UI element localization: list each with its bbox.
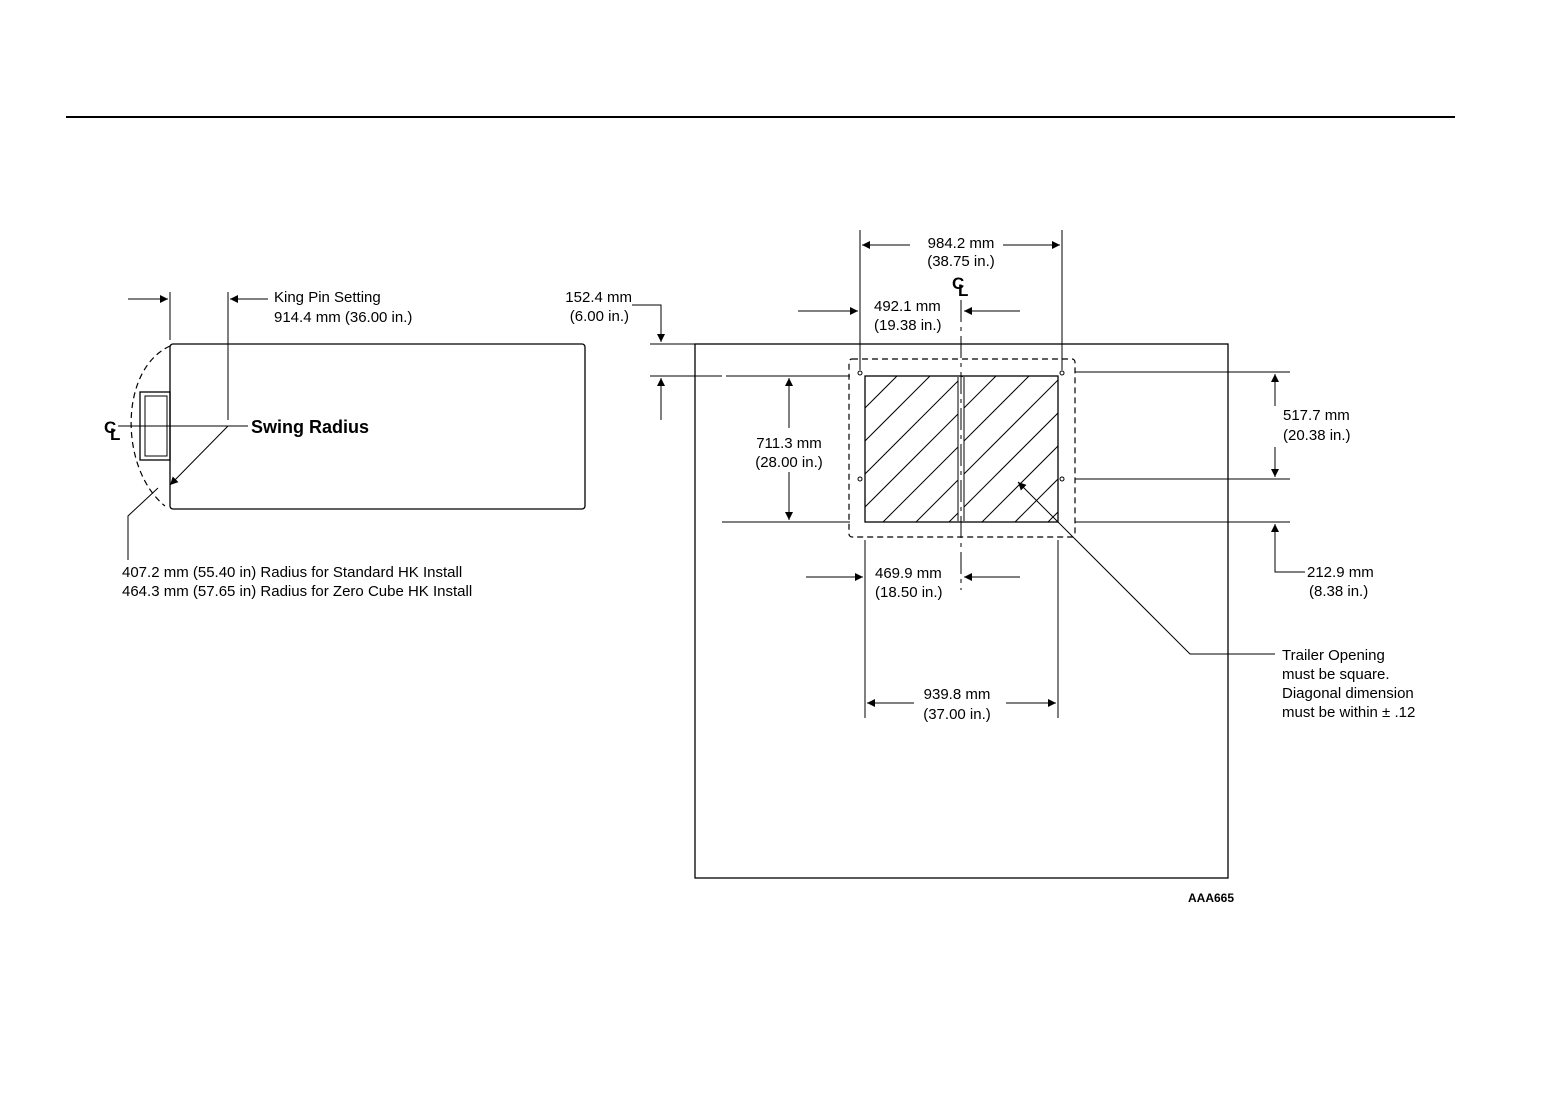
hole-offset-mm: 517.7 mm (1283, 407, 1350, 424)
svg-text:L: L (110, 425, 120, 444)
top-view: 984.2 mm (38.75 in.) C L 492.1 mm (19.38… (565, 230, 1415, 879)
opening-length-in: (28.00 in.) (755, 454, 823, 471)
svg-text:C: C (952, 274, 964, 293)
mounting-hole-icon (857, 370, 1065, 482)
half-width-lower-in: (18.50 in.) (875, 584, 943, 601)
radius-standard-note: 407.2 mm (55.40 in) Radius for Standard … (122, 564, 462, 581)
opening-length-mm: 711.3 mm (756, 435, 822, 452)
swing-radius-label: Swing Radius (251, 417, 369, 437)
front-offset-in: (6.00 in.) (570, 308, 629, 325)
trailer-opening-hatch (865, 376, 1058, 522)
swing-radius-leader (169, 425, 229, 486)
half-width-upper-in: (19.38 in.) (874, 317, 942, 334)
note-leader (1017, 481, 1275, 655)
note-line-4: must be within ± .12 (1282, 704, 1415, 721)
overall-width-mm: 984.2 mm (928, 235, 995, 252)
hole-offset-in: (20.38 in.) (1283, 427, 1351, 444)
front-offset-mm: 152.4 mm (565, 289, 632, 306)
king-pin-setting-label: King Pin Setting (274, 289, 381, 306)
svg-text:L: L (958, 281, 968, 300)
note-line-1: Trailer Opening (1282, 647, 1385, 664)
centerline-icon: C L (104, 418, 120, 444)
half-width-upper-mm: 492.1 mm (874, 298, 941, 315)
opening-width-in: (37.00 in.) (923, 706, 991, 723)
radius-zero-cube-note: 464.3 mm (57.65 in) Radius for Zero Cube… (122, 583, 472, 600)
rear-offset-in: (8.38 in.) (1309, 583, 1368, 600)
figure-id: AAA665 (1188, 891, 1234, 905)
opening-width-mm: 939.8 mm (924, 686, 991, 703)
mounting-boundary (848, 358, 1076, 538)
rear-offset-mm: 212.9 mm (1307, 564, 1374, 581)
swing-radius-arc (130, 345, 171, 507)
overall-width-in: (38.75 in.) (927, 253, 995, 270)
centerline-icon: C L (952, 274, 968, 300)
radius-note-leader (127, 487, 159, 560)
king-pin-setting-value: 914.4 mm (36.00 in.) (274, 309, 412, 326)
svg-text:C: C (104, 418, 116, 437)
note-line-3: Diagonal dimension (1282, 685, 1414, 702)
note-line-2: must be square. (1282, 666, 1390, 683)
half-width-lower-mm: 469.9 mm (875, 565, 942, 582)
side-view: King Pin Setting 914.4 mm (36.00 in.) C … (104, 289, 586, 600)
